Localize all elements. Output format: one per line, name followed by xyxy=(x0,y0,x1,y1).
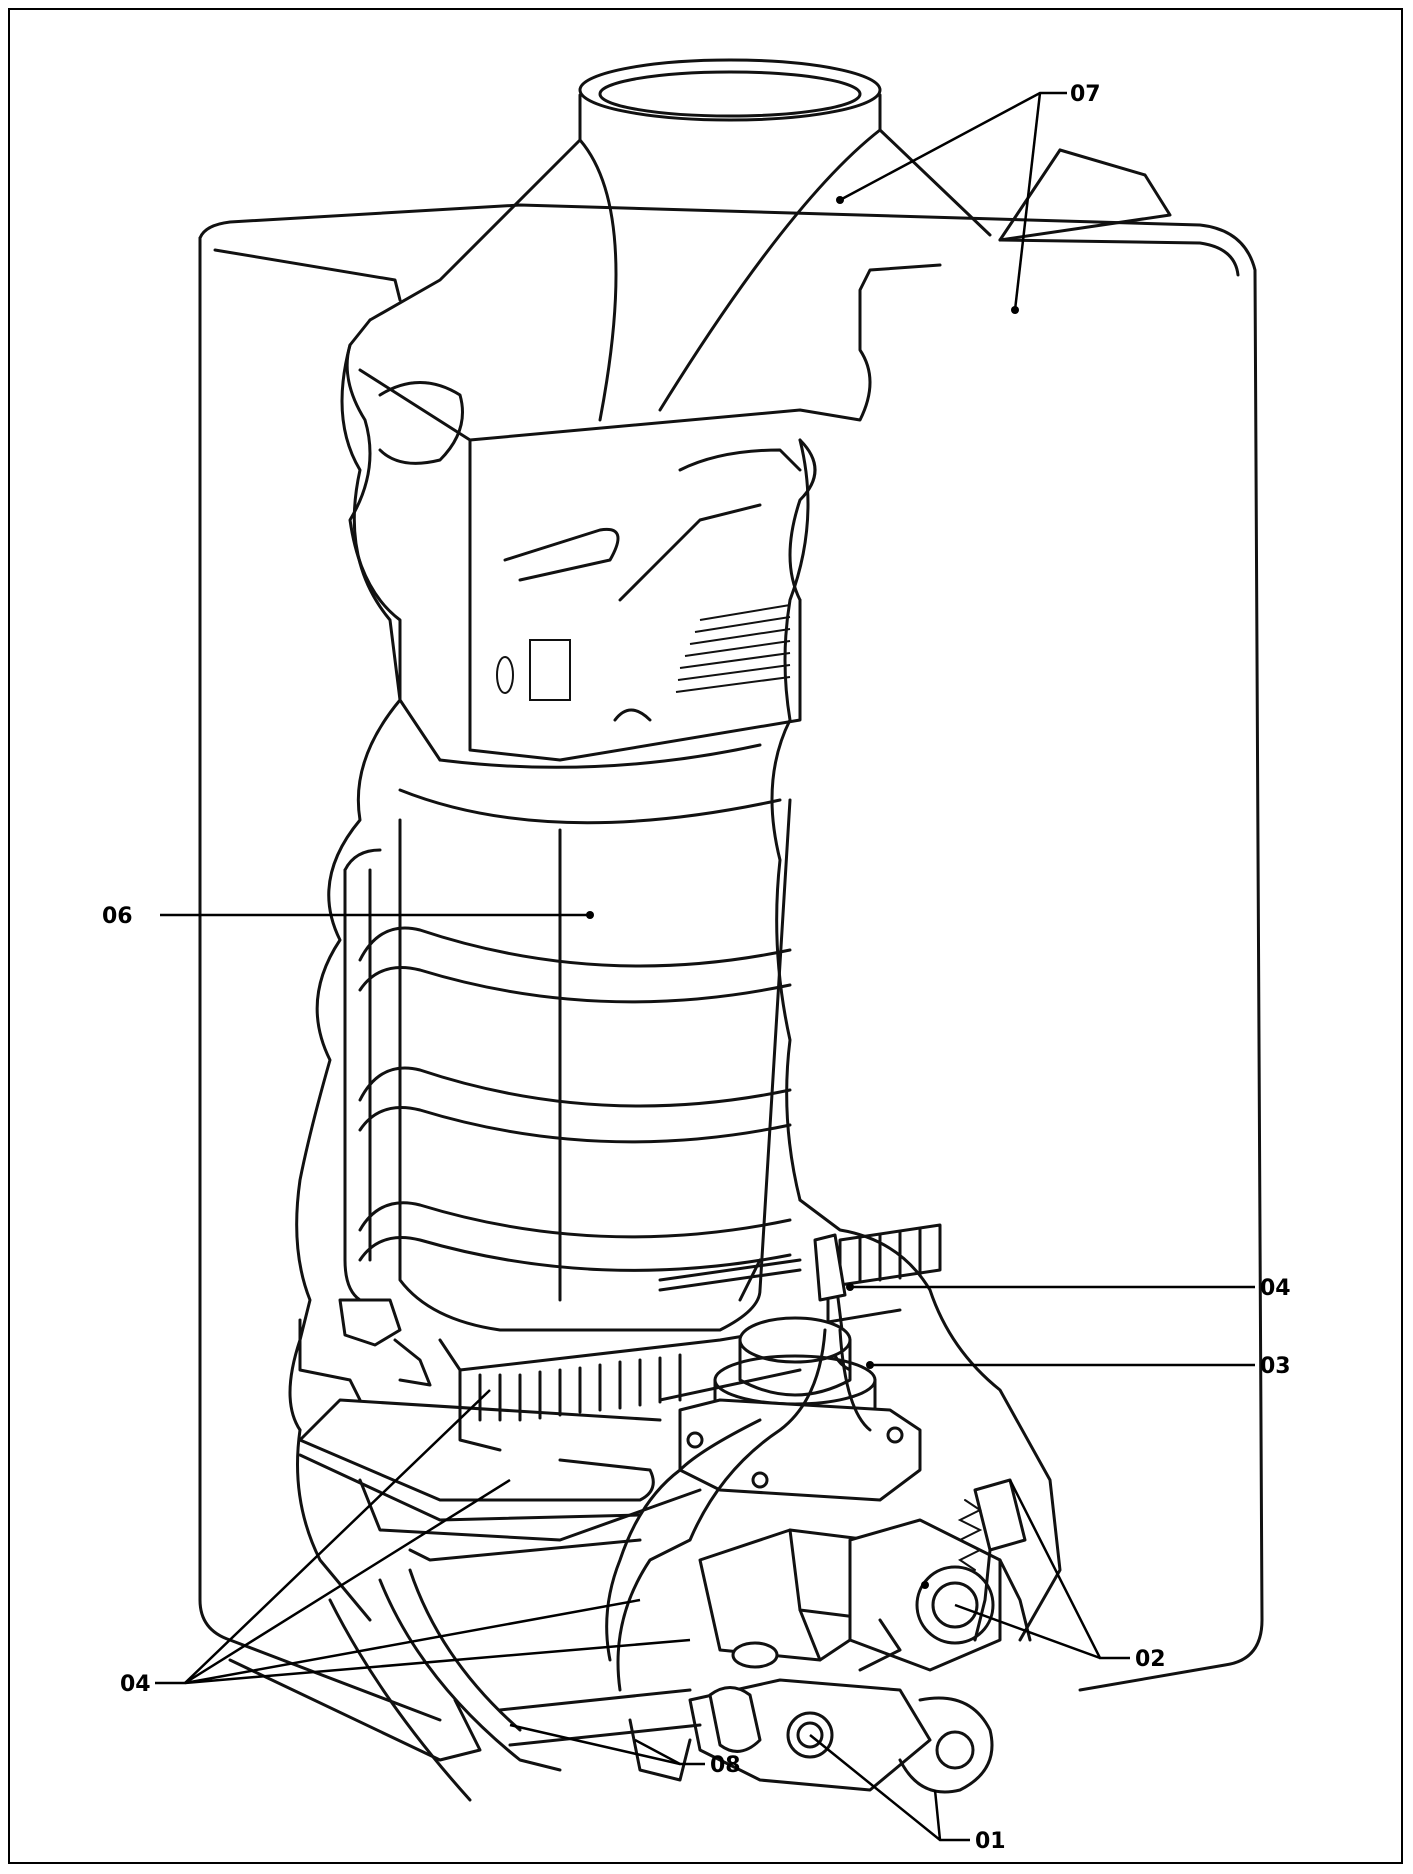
leader-01-b xyxy=(933,1789,942,1841)
cutaway-edges xyxy=(288,343,1062,1642)
leader-08-a xyxy=(634,1738,705,1766)
label-04-right: 04 xyxy=(1260,1276,1291,1301)
leader-07-b xyxy=(1013,92,1042,311)
label-04-left: 04 xyxy=(120,1672,151,1697)
label-01: 01 xyxy=(975,1829,1006,1854)
leader-02-b xyxy=(954,1603,1101,1660)
part-labels: 07 06 04 03 02 04 08 01 xyxy=(102,82,1291,1854)
leader-lines xyxy=(155,91,1255,1842)
burner-assembly xyxy=(438,1223,942,1452)
left-pipe xyxy=(298,848,432,1402)
combustion-tray xyxy=(298,1398,702,1562)
solenoid xyxy=(957,1478,1032,1642)
gas-control-block xyxy=(698,1518,1002,1672)
leader-08-b xyxy=(509,1723,681,1766)
label-03: 03 xyxy=(1260,1354,1291,1379)
hood-hatching xyxy=(675,604,791,693)
flue-outlet xyxy=(368,58,992,422)
diagram-frame xyxy=(8,8,1403,1864)
heat-exchanger xyxy=(358,788,792,1332)
label-07: 07 xyxy=(1070,82,1101,107)
gas-valve xyxy=(678,1316,922,1502)
label-02: 02 xyxy=(1135,1647,1166,1672)
outer-casing xyxy=(198,148,1264,1762)
draught-hood xyxy=(345,263,942,769)
thermocouple-tubes xyxy=(605,1328,872,1692)
label-06: 06 xyxy=(102,904,133,929)
label-08: 08 xyxy=(710,1753,741,1778)
